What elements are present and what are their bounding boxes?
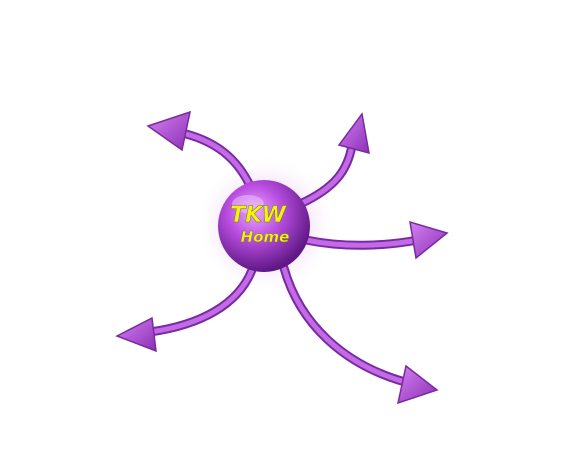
arrow-down-left-shaft-highlight [147,267,255,335]
arrow-down-right-icon [396,364,439,405]
hub-label-tkw: TKW [230,203,287,228]
arrow-up-left[interactable] [146,110,257,195]
arrow-right-shaft-highlight [303,237,421,248]
arrow-up-right[interactable] [295,112,370,209]
hub-label-home: Home [241,228,290,246]
arrow-right-icon [409,220,449,260]
arrow-down-right[interactable] [279,263,439,405]
arrow-up-right-shaft-highlight [297,142,355,207]
arrow-down-left[interactable] [115,265,257,353]
arrow-up-right-icon [337,112,370,155]
hub-sphere-highlight [232,195,264,213]
arrow-down-right-shaft [279,263,410,387]
arrow-up-left-icon [146,110,192,152]
arrow-right[interactable] [301,220,449,260]
arrow-down-left-icon [115,316,157,353]
hub-sphere [218,180,310,272]
arrow-up-left-shaft-highlight [175,129,255,193]
home-hub-button[interactable]: TKW Home [218,180,310,272]
arrow-down-right-shaft-highlight [281,265,408,385]
